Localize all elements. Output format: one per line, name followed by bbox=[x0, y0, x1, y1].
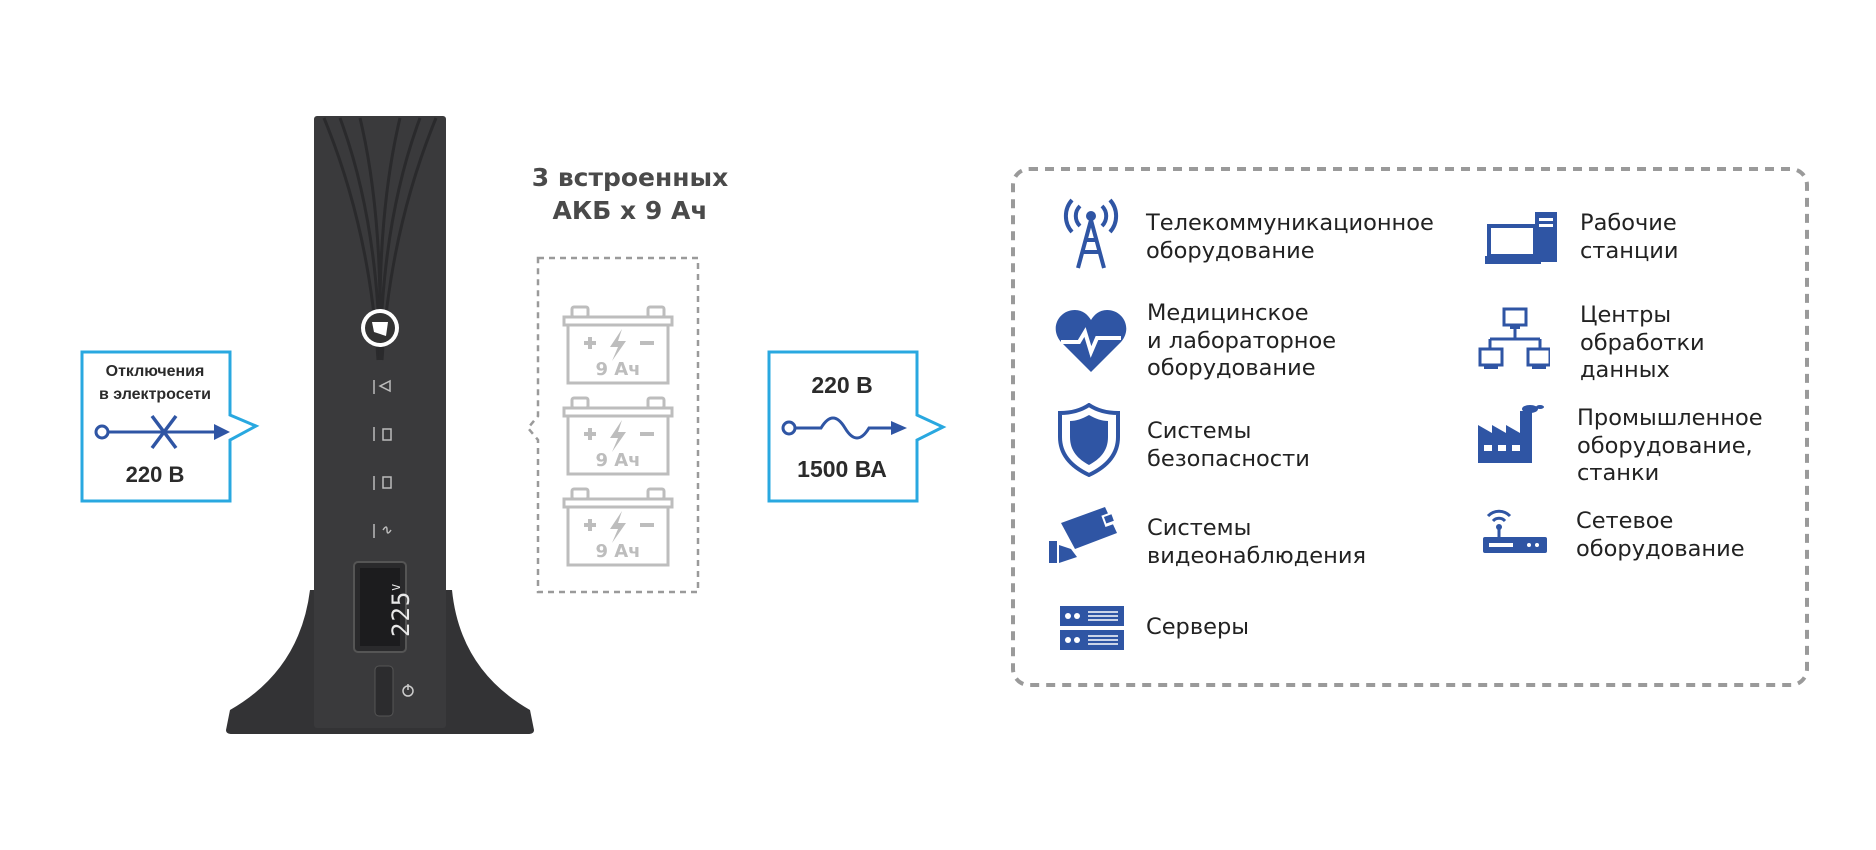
application-label: Сетевое оборудование bbox=[1576, 508, 1745, 562]
ups-lcd-reading: 225V bbox=[382, 579, 415, 641]
battery-capacity: 9 Ач bbox=[595, 450, 641, 471]
application-item: Системы безопасности bbox=[1058, 403, 1478, 483]
application-label: Системы безопасности bbox=[1147, 418, 1310, 472]
battery-icon bbox=[562, 396, 674, 476]
network-computers-icon bbox=[1478, 307, 1550, 369]
indicator-battery-icon bbox=[382, 428, 392, 441]
indicator-ac-icon bbox=[382, 526, 392, 534]
battery-item: 9 Ач bbox=[562, 305, 674, 385]
workstation-icon bbox=[1485, 212, 1557, 264]
application-label: Рабочие станции bbox=[1580, 210, 1679, 264]
antenna-tower-icon bbox=[1063, 198, 1119, 269]
broken-line-icon bbox=[94, 414, 230, 450]
sine-wave-icon bbox=[781, 416, 907, 440]
applications-frame bbox=[1011, 167, 1809, 687]
factory-icon bbox=[1478, 405, 1544, 463]
batteries-title-line2: АКБ х 9 Ач bbox=[552, 196, 708, 225]
ups-body bbox=[314, 116, 446, 728]
application-item: Рабочие станции bbox=[1485, 210, 1805, 280]
application-label: Медицинское и лабораторное оборудование bbox=[1147, 300, 1337, 381]
battery-item: 9 Ач bbox=[562, 487, 674, 567]
battery-icon bbox=[562, 487, 674, 567]
ups-tower bbox=[226, 116, 534, 734]
indicator-bypass-icon bbox=[382, 476, 392, 489]
batteries-title: 3 встроенных АКБ х 9 Ач bbox=[500, 161, 760, 227]
outage-label-line1: Отключения bbox=[105, 363, 205, 380]
application-item: Системы видеонаблюдения bbox=[1047, 505, 1467, 585]
application-label: Системы видеонаблюдения bbox=[1147, 515, 1367, 569]
application-item: Серверы bbox=[1060, 606, 1480, 666]
power-outage-callout: Отключения в электросети 220 В bbox=[80, 350, 260, 503]
application-item: Центры обработки данных bbox=[1478, 302, 1798, 395]
outage-voltage: 220 В bbox=[125, 462, 185, 487]
heart-pulse-icon bbox=[1055, 310, 1127, 372]
application-item: Сетевое оборудование bbox=[1483, 505, 1803, 575]
router-icon bbox=[1483, 509, 1547, 553]
outage-label-line2: в электросети bbox=[98, 386, 211, 403]
battery-capacity: 9 Ач bbox=[595, 359, 641, 380]
application-item: Медицинское и лабораторное оборудование bbox=[1055, 300, 1475, 400]
battery-item: 9 Ач bbox=[562, 396, 674, 476]
output-power: 1500 ВА bbox=[797, 456, 887, 482]
application-item: Промышленное оборудование, станки bbox=[1478, 405, 1808, 495]
output-voltage: 220 В bbox=[811, 372, 873, 398]
server-icon bbox=[1060, 606, 1124, 650]
lcd-value: 225 bbox=[387, 590, 415, 637]
application-label: Промышленное оборудование, станки bbox=[1577, 405, 1763, 486]
ups-power-button[interactable] bbox=[374, 665, 394, 717]
application-item: Телекоммуникационное оборудование bbox=[1060, 198, 1480, 278]
application-label: Центры обработки данных bbox=[1580, 302, 1705, 383]
battery-capacity: 9 Ач bbox=[595, 541, 641, 562]
batteries-group-frame bbox=[526, 256, 700, 594]
shield-icon bbox=[1058, 403, 1120, 477]
lcd-unit: V bbox=[390, 583, 403, 591]
application-label: Телекоммуникационное оборудование bbox=[1146, 210, 1434, 264]
indicator-warning-icon bbox=[378, 379, 391, 393]
output-callout: 220 В 1500 ВА bbox=[767, 350, 947, 503]
cctv-camera-icon bbox=[1049, 507, 1119, 563]
batteries-title-line1: 3 встроенных bbox=[531, 163, 729, 192]
battery-icon bbox=[562, 305, 674, 385]
output-callout-border bbox=[767, 350, 947, 503]
application-label: Серверы bbox=[1146, 614, 1249, 640]
